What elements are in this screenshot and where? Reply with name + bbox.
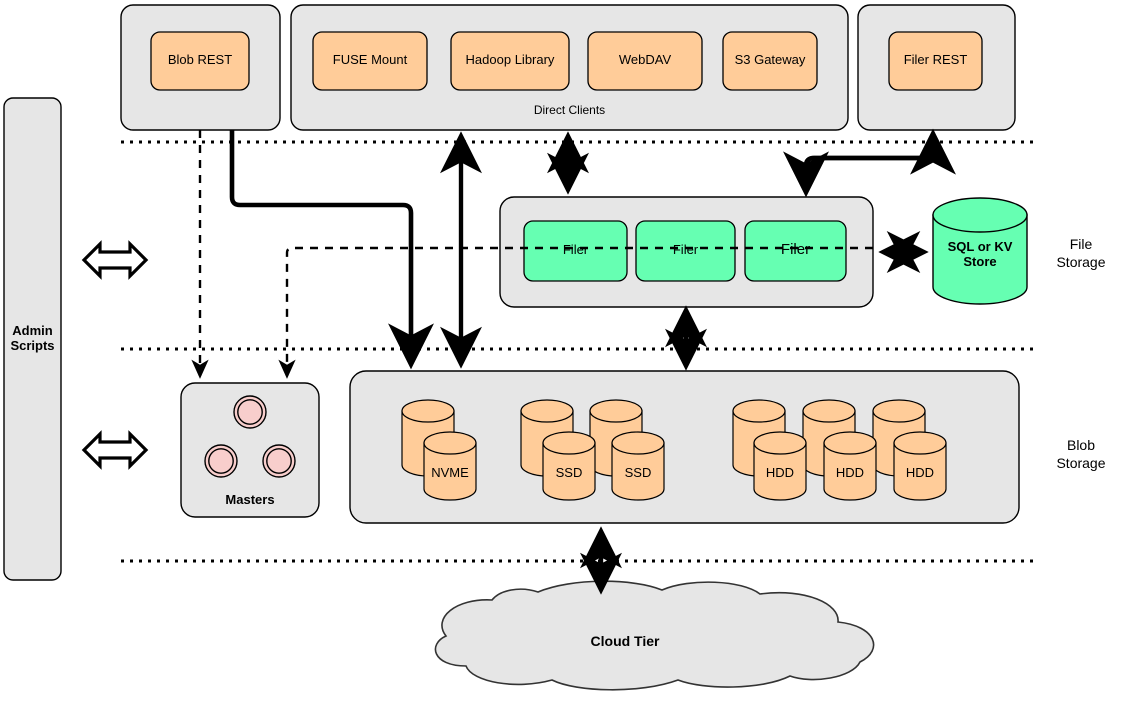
- volume-label-hdd-3: HDD: [905, 465, 935, 480]
- connector-filer-masters: [278, 246, 873, 379]
- filer-label-2: Filer: [672, 242, 699, 257]
- client-box-fuse-mount[interactable]: [312, 31, 428, 91]
- tier-label-blob-storage-line2: Storage: [1056, 455, 1106, 471]
- client-box-webdav[interactable]: [587, 31, 703, 91]
- client-label-fuse-mount: FUSE Mount: [332, 52, 408, 67]
- client-box-hadoop-library[interactable]: [450, 31, 570, 91]
- disk-front-hdd: [823, 431, 877, 501]
- sql-kv-store-label-line2: Store: [963, 254, 997, 269]
- connector-filerrest-filers: [783, 128, 956, 198]
- filer-box-1[interactable]: [523, 220, 628, 282]
- master-node-2[interactable]: [204, 444, 238, 478]
- tier-label-file-storage-line1: File: [1069, 236, 1093, 252]
- cloud-tier-label: Cloud Tier: [590, 633, 660, 649]
- client-label-s3-gateway: S3 Gateway: [734, 52, 806, 67]
- filer-box-3[interactable]: [744, 220, 847, 282]
- master-node-1[interactable]: [233, 395, 267, 429]
- disk-front-ssd: [542, 431, 596, 501]
- client-label-webdav: WebDAV: [618, 52, 672, 67]
- cloud-tier-shape[interactable]: [434, 580, 875, 691]
- volume-label-ssd-2: SSD: [624, 465, 652, 480]
- volume-label-nvme: NVME: [431, 465, 469, 480]
- client-label-blob-rest: Blob REST: [167, 52, 233, 67]
- filer-box-2[interactable]: [635, 220, 736, 282]
- sql-kv-store-label-line1: SQL or KV: [947, 239, 1013, 254]
- volume-group-hdd[interactable]: [732, 399, 947, 501]
- master-node-3[interactable]: [262, 444, 296, 478]
- volume-group-ssd[interactable]: [520, 399, 665, 501]
- volume-label-hdd-1: HDD: [765, 465, 795, 480]
- disk-front-nvme: [423, 431, 477, 501]
- admin-scripts-panel: [3, 97, 62, 581]
- client-box-s3-gateway[interactable]: [722, 31, 818, 91]
- connector-blobrest-volumes: [229, 130, 434, 370]
- volume-label-hdd-2: HDD: [835, 465, 865, 480]
- sql-kv-store-cylinder[interactable]: [932, 197, 1028, 305]
- client-label-filer-rest: Filer REST: [903, 52, 968, 67]
- masters-container: [180, 382, 320, 518]
- filer-label-1: Filer: [562, 242, 589, 257]
- disk-front-hdd: [753, 431, 807, 501]
- admin-arrow-blob: [81, 430, 149, 470]
- client-box-blob-rest[interactable]: [150, 31, 250, 91]
- filer-label-3: Filer: [780, 241, 811, 258]
- disk-front-hdd: [893, 431, 947, 501]
- volume-label-ssd-1: SSD: [555, 465, 583, 480]
- volume-group-nvme[interactable]: [401, 399, 477, 501]
- tier-label-file-storage-line2: Storage: [1056, 254, 1106, 270]
- admin-arrow-file: [81, 240, 149, 280]
- admin-scripts-label: Admin Scripts: [10, 323, 55, 353]
- masters-label: Masters: [225, 492, 275, 507]
- tier-label-blob-storage-line1: Blob: [1066, 437, 1096, 453]
- client-label-hadoop-library: Hadoop Library: [465, 52, 555, 67]
- client-box-filer-rest[interactable]: [888, 31, 983, 91]
- direct-clients-caption: Direct Clients: [533, 103, 606, 117]
- disk-front-ssd: [611, 431, 665, 501]
